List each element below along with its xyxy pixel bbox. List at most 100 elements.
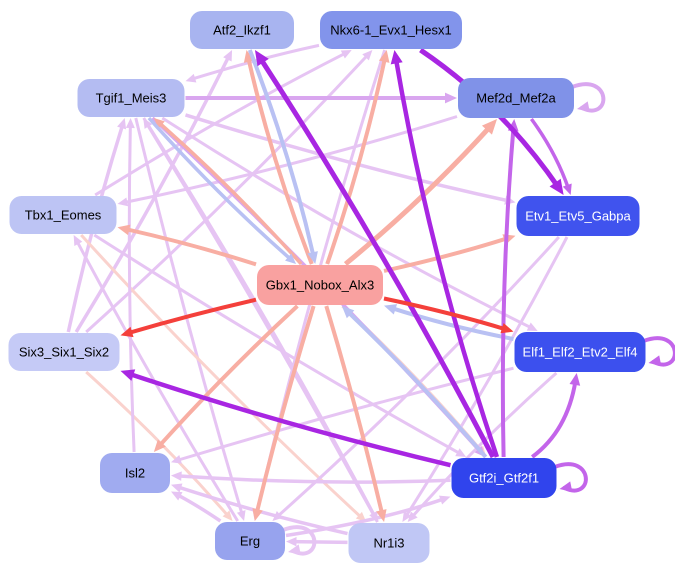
node-box-atf2 xyxy=(190,11,294,49)
edge-gbx1-isl2-arrowhead xyxy=(153,439,166,452)
edge-gbx1-tgif1-path xyxy=(157,120,303,266)
edge-gbx1-six3-path xyxy=(126,297,257,336)
edge-gbx1-tbx1 xyxy=(117,224,257,267)
edge-tgif1-gbx1-path xyxy=(147,116,293,262)
edge-erg-erg-arrowhead xyxy=(288,544,301,555)
edge-erg-isl2 xyxy=(171,491,222,523)
edge-gbx1-nr1i3 xyxy=(324,305,387,522)
node-tgif1: Tgif1_Meis3 xyxy=(77,79,185,117)
edge-gbx1-erg-path xyxy=(254,305,316,515)
edge-gtf2i-mef2d-path xyxy=(500,126,516,458)
edge-nkx6-etv1-arrowhead xyxy=(549,178,564,195)
edge-gbx1-tbx1-path xyxy=(124,226,257,267)
edge-gbx1-elf1-path xyxy=(383,296,508,332)
node-mef2d: Mef2d_Mef2a xyxy=(458,78,574,118)
edge-gbx1-six3-arrowhead xyxy=(120,326,134,338)
edge-erg-gtf2i xyxy=(285,495,451,538)
edge-mef2d-etv1-path xyxy=(529,117,571,190)
edge-nr1i3-erg-arrowhead xyxy=(286,536,297,547)
edge-mef2d-mef2d-path xyxy=(570,82,606,113)
edge-gbx1-nkx6-arrowhead xyxy=(378,50,390,63)
edge-isl2-tgif1-path xyxy=(127,123,136,453)
edge-mef2d-mef2d xyxy=(570,82,606,113)
edge-gbx1-nr1i3-arrowhead xyxy=(376,509,387,522)
edge-six3-nkx6-path xyxy=(85,53,370,334)
node-atf2: Atf2_Ikzf1 xyxy=(190,11,294,49)
edge-erg-gtf2i-arrowhead xyxy=(439,495,451,505)
edge-atf2-gbx1 xyxy=(247,49,318,264)
edge-tgif1-erg xyxy=(134,117,246,521)
edge-tbx1-nkx6-arrowhead xyxy=(340,50,352,59)
edge-etv1-erg-arrowhead xyxy=(272,510,283,521)
edge-tbx1-gtf2i-arrowhead xyxy=(455,448,467,457)
edge-gbx1-isl2-path xyxy=(157,304,299,448)
edge-nr1i3-isl2-arrowhead xyxy=(171,483,183,493)
edge-six3-tgif1-arrowhead xyxy=(117,118,127,130)
edge-erg-erg-path xyxy=(281,525,317,556)
edge-six3-nkx6 xyxy=(85,50,373,334)
edge-elf1-elf1-arrowhead xyxy=(648,355,662,366)
edge-etv1-nr1i3-arrowhead xyxy=(402,511,412,522)
edge-mef2d-etv1 xyxy=(529,117,572,195)
edge-elf1-isl2-path xyxy=(176,366,514,462)
node-box-mef2d xyxy=(458,78,574,118)
edge-gbx1-nr1i3-path xyxy=(324,305,385,516)
edge-gbx1-isl2 xyxy=(153,304,299,452)
edge-atf2-gbx1-path xyxy=(247,49,316,258)
node-etv1: Etv1_Etv5_Gabpa xyxy=(516,196,640,236)
edge-gtf2i-elf1-arrowhead xyxy=(569,373,581,386)
edge-gtf2i-elf1-path xyxy=(531,379,578,459)
edge-tbx1-gtf2i xyxy=(93,233,467,457)
edge-gtf2i-nkx6-path xyxy=(393,57,500,458)
edge-gtf2i-nkx6 xyxy=(390,50,500,458)
edge-gtf2i-elf1 xyxy=(531,373,581,459)
edge-tbx1-nkx6 xyxy=(94,50,352,197)
edge-nr1i3-tgif1-path xyxy=(145,122,379,523)
node-gtf2i: Gtf2i_Gtf2f1 xyxy=(451,458,557,498)
edge-gbx1-nkx6-path xyxy=(325,56,388,265)
edge-tgif1-elf1-arrowhead xyxy=(526,322,538,331)
node-box-etv1 xyxy=(516,196,640,236)
edge-elf1-gbx1 xyxy=(384,304,514,341)
edge-erg-tbx1-arrowhead xyxy=(73,235,83,246)
edge-mef2d-tbx1 xyxy=(117,115,458,207)
node-box-six3 xyxy=(8,333,120,371)
edge-gtf2i-gbx1-path xyxy=(345,309,488,459)
edge-gtf2i-gbx1 xyxy=(341,306,488,459)
edge-gbx1-tbx1-arrowhead xyxy=(117,224,131,236)
edge-gbx1-nkx6 xyxy=(325,50,390,265)
edge-tgif1-erg-path xyxy=(134,117,244,516)
edge-erg-isl2-arrowhead xyxy=(171,491,183,501)
edge-mef2d-etv1-arrowhead xyxy=(562,183,572,195)
edge-tgif1-elf1-path xyxy=(161,116,533,330)
edge-tgif1-mef2d-arrowhead xyxy=(445,92,457,104)
node-box-nkx6 xyxy=(320,11,462,49)
node-box-erg xyxy=(215,522,285,560)
edge-atf2-gbx1-arrowhead xyxy=(307,251,318,264)
node-box-gbx1 xyxy=(257,265,383,305)
edge-mef2d-mef2d-arrowhead xyxy=(577,101,590,112)
edge-tgif1-gbx1 xyxy=(147,116,297,264)
edge-gbx1-elf1-arrowhead xyxy=(500,322,514,334)
edge-gbx1-mef2d-path xyxy=(343,124,493,266)
edge-elf1-nr1i3-arrowhead xyxy=(407,511,418,522)
edge-six3-nkx6-arrowhead xyxy=(362,50,373,61)
edge-gtf2i-six3-arrowhead xyxy=(120,369,136,381)
edge-isl2-tgif1 xyxy=(125,118,136,453)
node-box-gtf2i xyxy=(451,458,557,498)
edge-tgif1-gbx1-arrowhead xyxy=(285,253,297,264)
node-isl2: Isl2 xyxy=(100,453,170,493)
node-elf1: Elf1_Elf2_Etv2_Elf4 xyxy=(514,332,646,372)
edge-nr1i3-erg xyxy=(286,536,348,547)
edge-mef2d-tbx1-arrowhead xyxy=(117,197,129,207)
node-box-tbx1 xyxy=(9,196,117,234)
node-box-elf1 xyxy=(514,332,646,372)
edge-gbx1-elf1 xyxy=(383,296,514,334)
edge-six3-atf2-arrowhead xyxy=(223,50,233,62)
edge-tbx1-nkx6-path xyxy=(94,51,348,197)
edge-gbx1-atf2-path xyxy=(246,56,314,265)
edge-elf1-nr1i3 xyxy=(407,371,558,522)
edge-gbx1-tgif1-arrowhead xyxy=(153,118,165,129)
